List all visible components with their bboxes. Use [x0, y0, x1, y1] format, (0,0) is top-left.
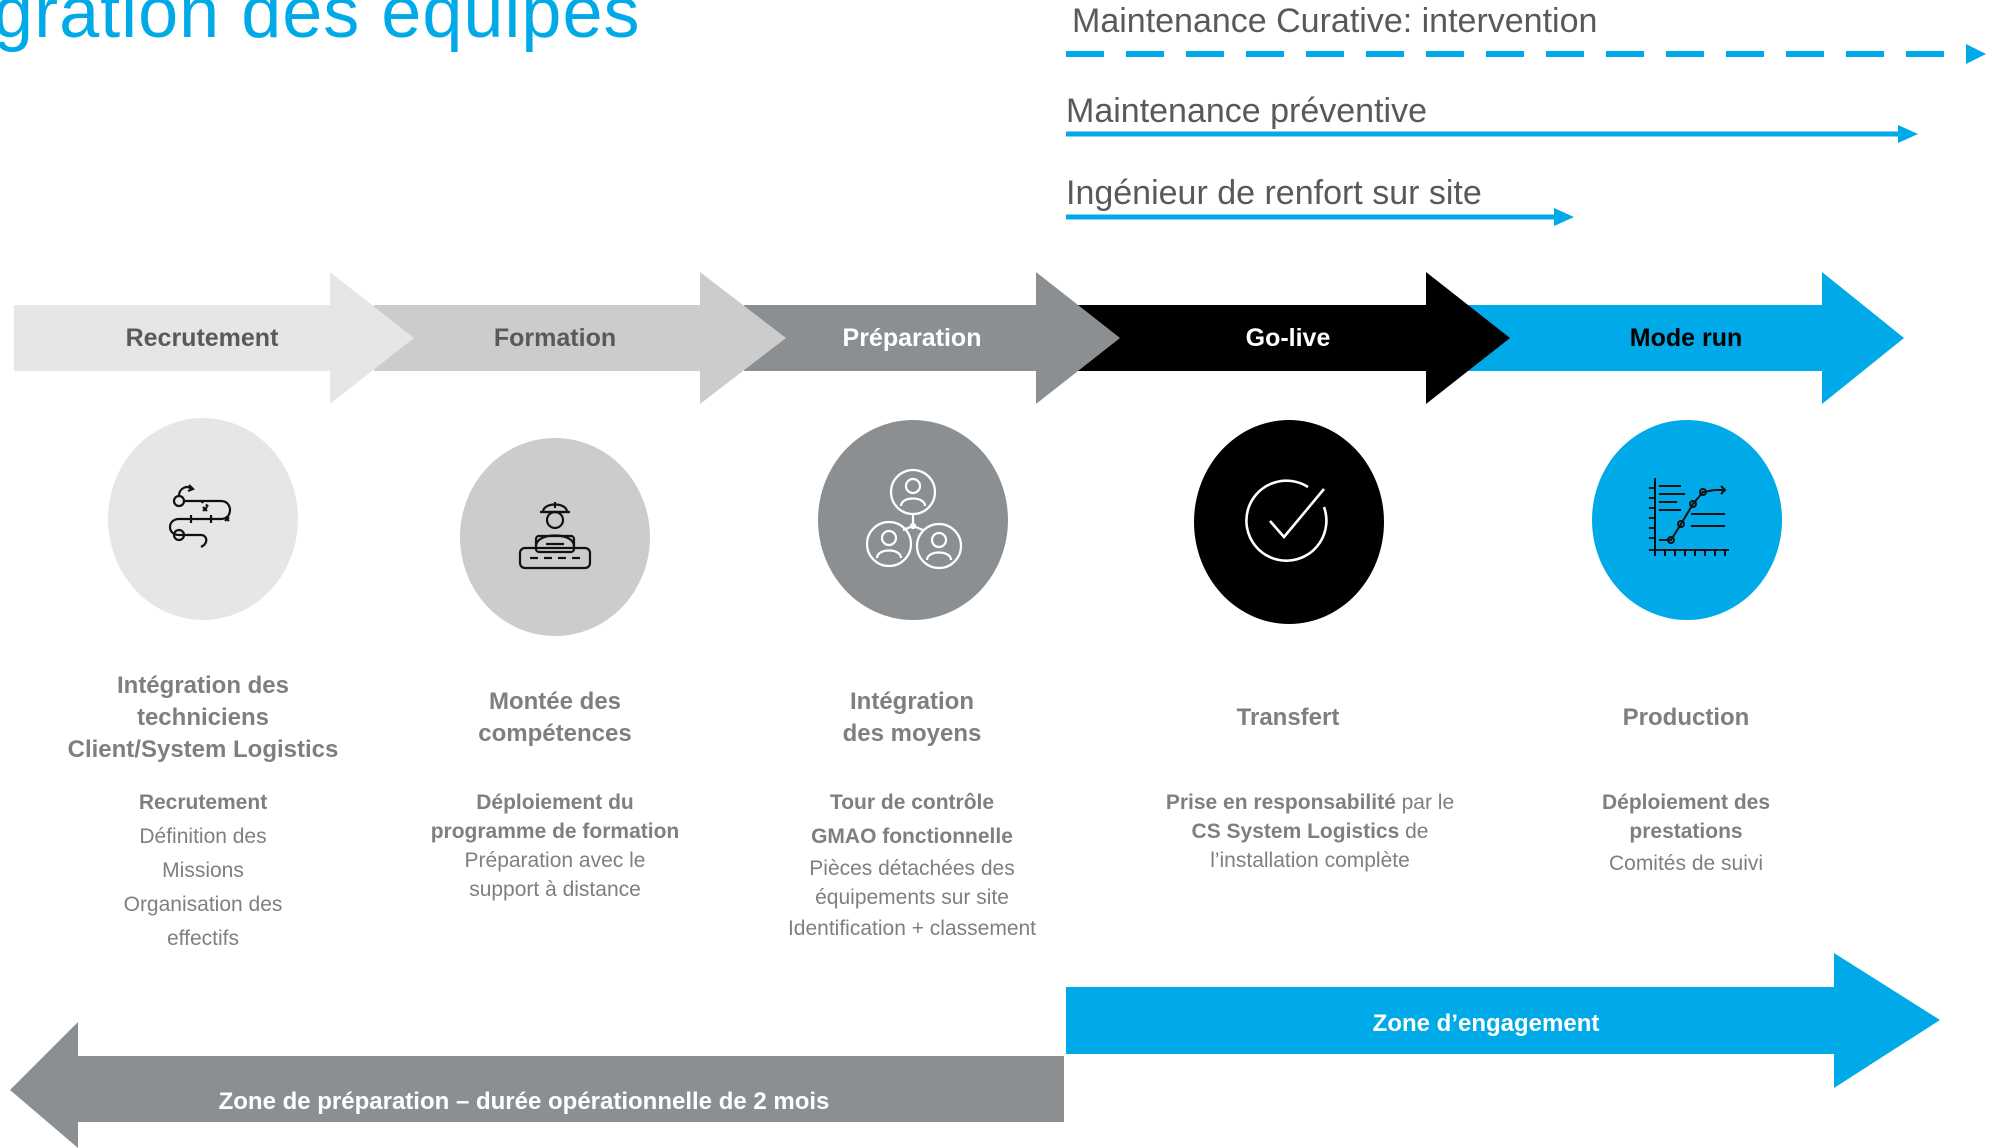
col1-desc: Recrutement Définition des Missions Orga…	[13, 786, 393, 956]
col2-desc-line: programme de formation	[430, 820, 680, 843]
col1-desc-line: Organisation des	[123, 893, 283, 916]
col1-desc-line: Missions	[162, 859, 244, 882]
page-title: égration des équipes	[0, 0, 641, 53]
col2-desc: Déploiement du programme de formation Pr…	[365, 788, 745, 904]
col3-desc-line: Tour de contrôle	[829, 791, 995, 814]
col2-desc-line: Préparation avec le	[464, 849, 646, 872]
stage-label-go-live: Go-live	[1245, 324, 1331, 352]
col5-title-line: Production	[1622, 704, 1750, 731]
col3-title-line: Intégration	[850, 688, 974, 715]
col5-desc: Déploiement des prestations Comités de s…	[1496, 788, 1876, 882]
col1-desc-line: effectifs	[167, 927, 239, 950]
stage-label-formation: Formation	[493, 324, 617, 352]
stage-arrow-mode-run	[1460, 272, 1904, 404]
col4-title-line: Transfert	[1236, 704, 1340, 731]
col2-title-line: Montée des	[488, 688, 622, 715]
col3-title: Intégration des moyens	[732, 686, 1092, 750]
legend-curative-label: Maintenance Curative: intervention	[1072, 2, 1598, 40]
stage-arrow-preparation	[744, 272, 1120, 404]
col5-title: Production	[1506, 702, 1866, 734]
col4-desc-text: par le	[1395, 791, 1455, 814]
zone-preparation-arrow	[10, 1022, 1064, 1148]
transfer-circle	[1194, 420, 1384, 624]
col3-desc-line: équipements sur site	[815, 886, 1009, 909]
training-circle	[460, 438, 650, 636]
roadmap-icon	[168, 484, 232, 548]
stage-arrow-formation	[374, 272, 786, 404]
col4-desc-text: de	[1399, 820, 1429, 843]
stage-label-recrutement: Recrutement	[125, 324, 279, 352]
zone-preparation-label: Zone de préparation – durée opérationnel…	[218, 1088, 830, 1115]
col1-desc-line: Recrutement	[138, 791, 268, 814]
legend-engineer-arrow	[1066, 208, 1574, 226]
team-network-icon	[865, 468, 963, 570]
col4-desc-bold: CS System Logistics	[1191, 820, 1400, 843]
legend-preventive-arrow	[1066, 125, 1918, 143]
col1-title-line: techniciens	[136, 704, 270, 731]
col3-desc: Tour de contrôle GMAO fonctionnelle Pièc…	[722, 786, 1102, 946]
col5-desc-line: prestations	[1629, 820, 1743, 843]
col2-title-line: compétences	[478, 720, 632, 747]
col5-desc-line: Déploiement des	[1601, 791, 1771, 814]
legend-engineer-label: Ingénieur de renfort sur site	[1066, 174, 1482, 212]
col2-desc-line: support à distance	[469, 878, 641, 901]
col2-desc-line: Déploiement du	[476, 791, 634, 814]
col2-title: Montée des compétences	[375, 686, 735, 750]
zone-engagement-label: Zone d’engagement	[1372, 1010, 1600, 1037]
stage-label-mode-run: Mode run	[1629, 324, 1743, 352]
stage-arrow-recrutement	[14, 272, 414, 404]
col3-desc-line: GMAO fonctionnelle	[811, 825, 1013, 848]
col4-title: Transfert	[1108, 702, 1468, 734]
stage-label-preparation: Préparation	[842, 324, 982, 352]
engineer-training-icon	[518, 502, 592, 570]
legend-preventive-label: Maintenance préventive	[1066, 92, 1428, 130]
stage-arrow-go-live	[1070, 272, 1510, 404]
zone-engagement-arrow	[1066, 953, 1940, 1088]
col4-desc: Prise en responsabilité par le CS System…	[1120, 788, 1500, 875]
col4-desc-line: l’installation complète	[1210, 849, 1410, 872]
legend-curative-arrow	[1066, 44, 1986, 64]
col1-desc-line: Définition des	[139, 825, 267, 848]
col3-desc-line: Identification + classement	[787, 917, 1037, 940]
col1-title-line: Client/System Logistics	[67, 736, 339, 763]
line-chart-icon	[1649, 478, 1729, 556]
preparation-circle	[818, 420, 1008, 620]
col3-title-line: des moyens	[842, 720, 982, 747]
col5-desc-line: Comités de suivi	[1608, 852, 1764, 875]
col3-desc-line: Pièces détachées des	[809, 857, 1015, 880]
checkmark-circle-icon	[1245, 479, 1328, 562]
col1-title-line: Intégration des	[116, 672, 290, 699]
recruitment-circle	[108, 418, 298, 620]
col1-title: Intégration des techniciens Client/Syste…	[23, 670, 383, 766]
production-circle	[1592, 420, 1782, 620]
col4-desc-bold: Prise en responsabilité	[1165, 791, 1396, 814]
